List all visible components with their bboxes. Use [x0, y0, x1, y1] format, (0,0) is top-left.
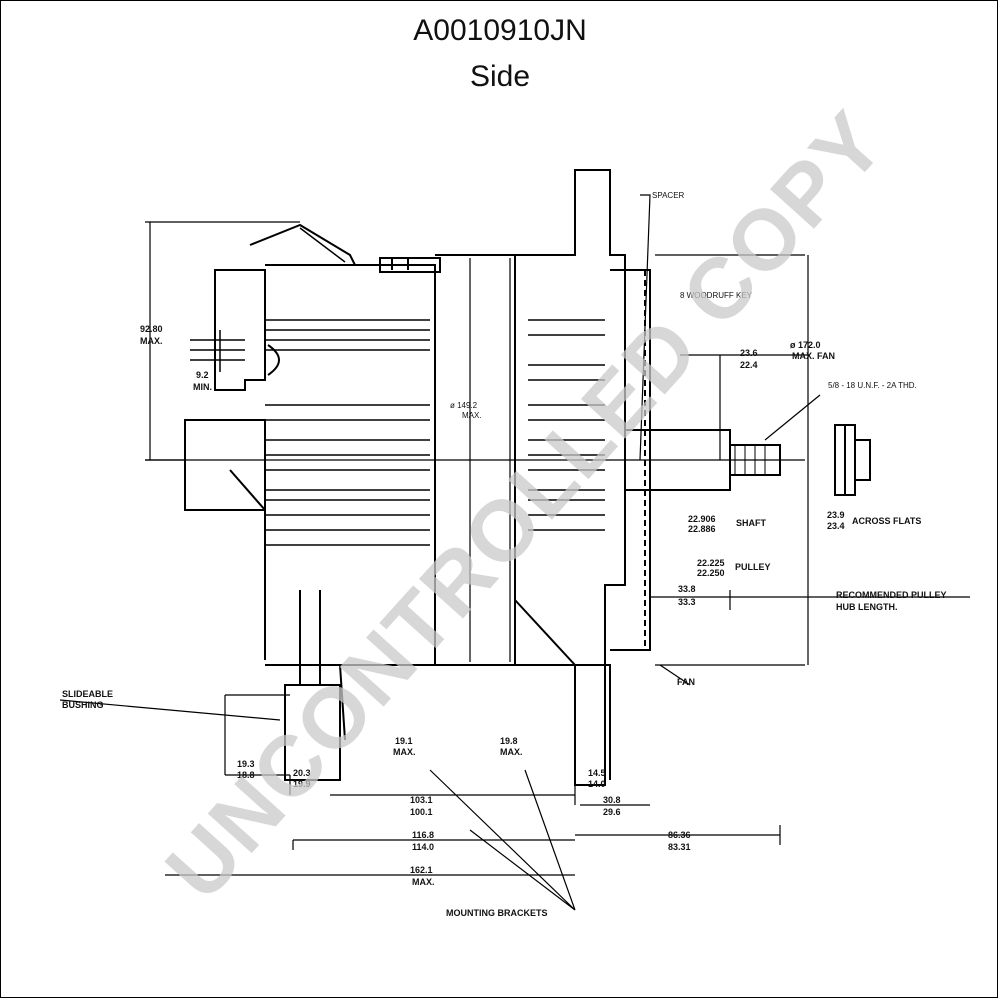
bushing-label-1: SLIDEABLE: [62, 689, 113, 699]
fan-diameter: ø 172.0: [790, 340, 821, 350]
bracket2-bottom: MAX.: [500, 747, 523, 757]
bushing-label-2: BUSHING: [62, 700, 104, 710]
hub-top: 33.8: [678, 584, 696, 594]
small-dim-suffix: MIN.: [193, 382, 212, 392]
bushing-dia-top: 19.3: [237, 759, 255, 769]
spacer-label: SPACER: [652, 191, 685, 200]
dim-8634-top: 86.36: [668, 830, 691, 840]
flats-top: 23.9: [827, 510, 845, 520]
dim-145-bottom: 14.0: [588, 779, 606, 789]
dim-1168-bottom: 114.0: [412, 842, 434, 852]
alternator-outline: [145, 169, 871, 786]
flats-bottom: 23.4: [827, 521, 845, 531]
hub-label-1: RECOMMENDED PULLEY: [836, 590, 947, 600]
bracket1-top: 19.1: [395, 736, 413, 746]
flats-label: ACROSS FLATS: [852, 516, 921, 526]
pulley-dia-bottom: 22.250: [697, 568, 725, 578]
hub-label-2: HUB LENGTH.: [836, 602, 898, 612]
dim-308-top: 30.8: [603, 795, 621, 805]
dim-1168-top: 116.8: [412, 830, 434, 840]
shaft-dia-top: 22.906: [688, 514, 716, 524]
dim-1621-top: 162.1: [410, 865, 433, 875]
dim-8634-bottom: 83.31: [668, 842, 691, 852]
dim-308-bottom: 29.6: [603, 807, 621, 817]
dim-1031-bottom: 100.1: [410, 807, 433, 817]
mounting-brackets-label: MOUNTING BRACKETS: [446, 908, 548, 918]
woodruff-key-label: 8 WOODRUFF KEY: [680, 291, 753, 300]
bracket2-top: 19.8: [500, 736, 518, 746]
annotation-labels: SPACER 8 WOODRUFF KEY 92.80 MAX. 9.2 MIN…: [62, 191, 947, 918]
fan-diameter-suffix: MAX. FAN: [792, 351, 835, 361]
dim-236-bottom: 22.4: [740, 360, 758, 370]
thread-spec: 5/8 - 18 U.N.F. - 2A THD.: [828, 381, 917, 390]
pulley-label: PULLEY: [735, 562, 771, 572]
body-diameter-suffix: MAX.: [462, 411, 482, 420]
fan-label: FAN: [677, 677, 695, 687]
dim-1621-bottom: MAX.: [412, 877, 435, 887]
dimension-lines: [59, 194, 970, 911]
dim-145-top: 14.5: [588, 768, 606, 778]
bushing-len-bottom: 19.9: [293, 779, 311, 789]
body-diameter: ø 149.2: [450, 401, 478, 410]
small-dim-value: 9.2: [196, 370, 209, 380]
dim-236-top: 23.6: [740, 348, 758, 358]
bracket1-bottom: MAX.: [393, 747, 416, 757]
shaft-dia-bottom: 22.886: [688, 524, 716, 534]
height-max-suffix: MAX.: [140, 336, 163, 346]
view-title: Side: [469, 60, 531, 93]
dim-1031-top: 103.1: [410, 795, 433, 805]
pulley-dia-top: 22.225: [697, 558, 725, 568]
shaft-label: SHAFT: [736, 518, 766, 528]
height-max-value: 92.80: [140, 324, 163, 334]
bushing-dia-bottom: 18.8: [237, 770, 255, 780]
hub-bottom: 33.3: [678, 597, 696, 607]
part-number-title: A0010910JN: [413, 14, 587, 47]
bushing-len-top: 20.3: [293, 768, 311, 778]
